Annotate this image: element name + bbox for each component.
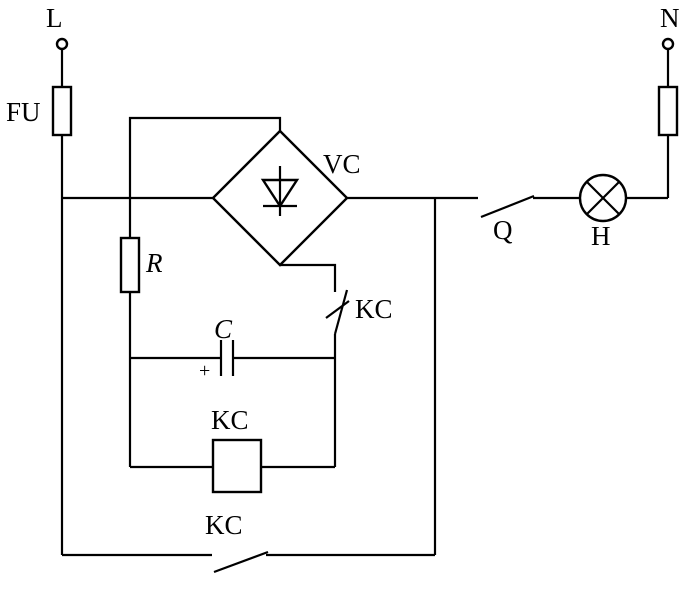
capacitor-c: + C [199, 314, 235, 382]
capacitor-plus-label: + [199, 360, 210, 382]
terminal-l-circle [55, 37, 69, 51]
rectifier-vc-label: VC [323, 149, 361, 179]
switch-q-blade [480, 194, 535, 219]
relay-coil-label: KC [211, 405, 249, 435]
fuse-fu-label: FU [6, 97, 41, 127]
relay-coil-kc: KC [211, 405, 263, 494]
resistor-r: R [119, 236, 163, 294]
terminal-n-label: N [660, 3, 680, 33]
resistor-r-body [119, 236, 141, 294]
lamp-h-cross-2 [586, 181, 620, 215]
capacitor-c-label: C [214, 314, 233, 344]
kc-contact-lower-label: KC [205, 510, 243, 540]
switch-q-label: Q [493, 215, 513, 245]
kc-contact-upper-blade [333, 289, 349, 335]
terminal-n-circle [661, 37, 675, 51]
lamp-h-label: H [591, 221, 611, 251]
kc-contact-lower: KC [205, 510, 269, 574]
lamp-h: H [578, 173, 628, 251]
switch-q: Q [480, 194, 535, 245]
fuse-fu: FU [6, 85, 73, 137]
terminal-l-label: L [46, 3, 63, 33]
kc-contact-lower-blade [213, 550, 269, 574]
fuse-fu-body [51, 85, 73, 137]
wire-bridge-top-to-resistor [128, 116, 282, 238]
bridge-rectifier-vc: VC [211, 129, 361, 267]
kc-contact-upper-slash [325, 300, 350, 319]
fuse-right-body [657, 85, 679, 137]
wire-bridge-bottom-to-contact [280, 263, 337, 292]
diode-triangle [260, 178, 300, 209]
kc-contact-upper: KC [325, 289, 393, 335]
resistor-r-label: R [145, 248, 163, 278]
relay-coil-body [211, 438, 263, 494]
terminal-n: N [660, 3, 680, 51]
terminal-l: L [46, 3, 69, 51]
kc-contact-upper-label: KC [355, 294, 393, 324]
